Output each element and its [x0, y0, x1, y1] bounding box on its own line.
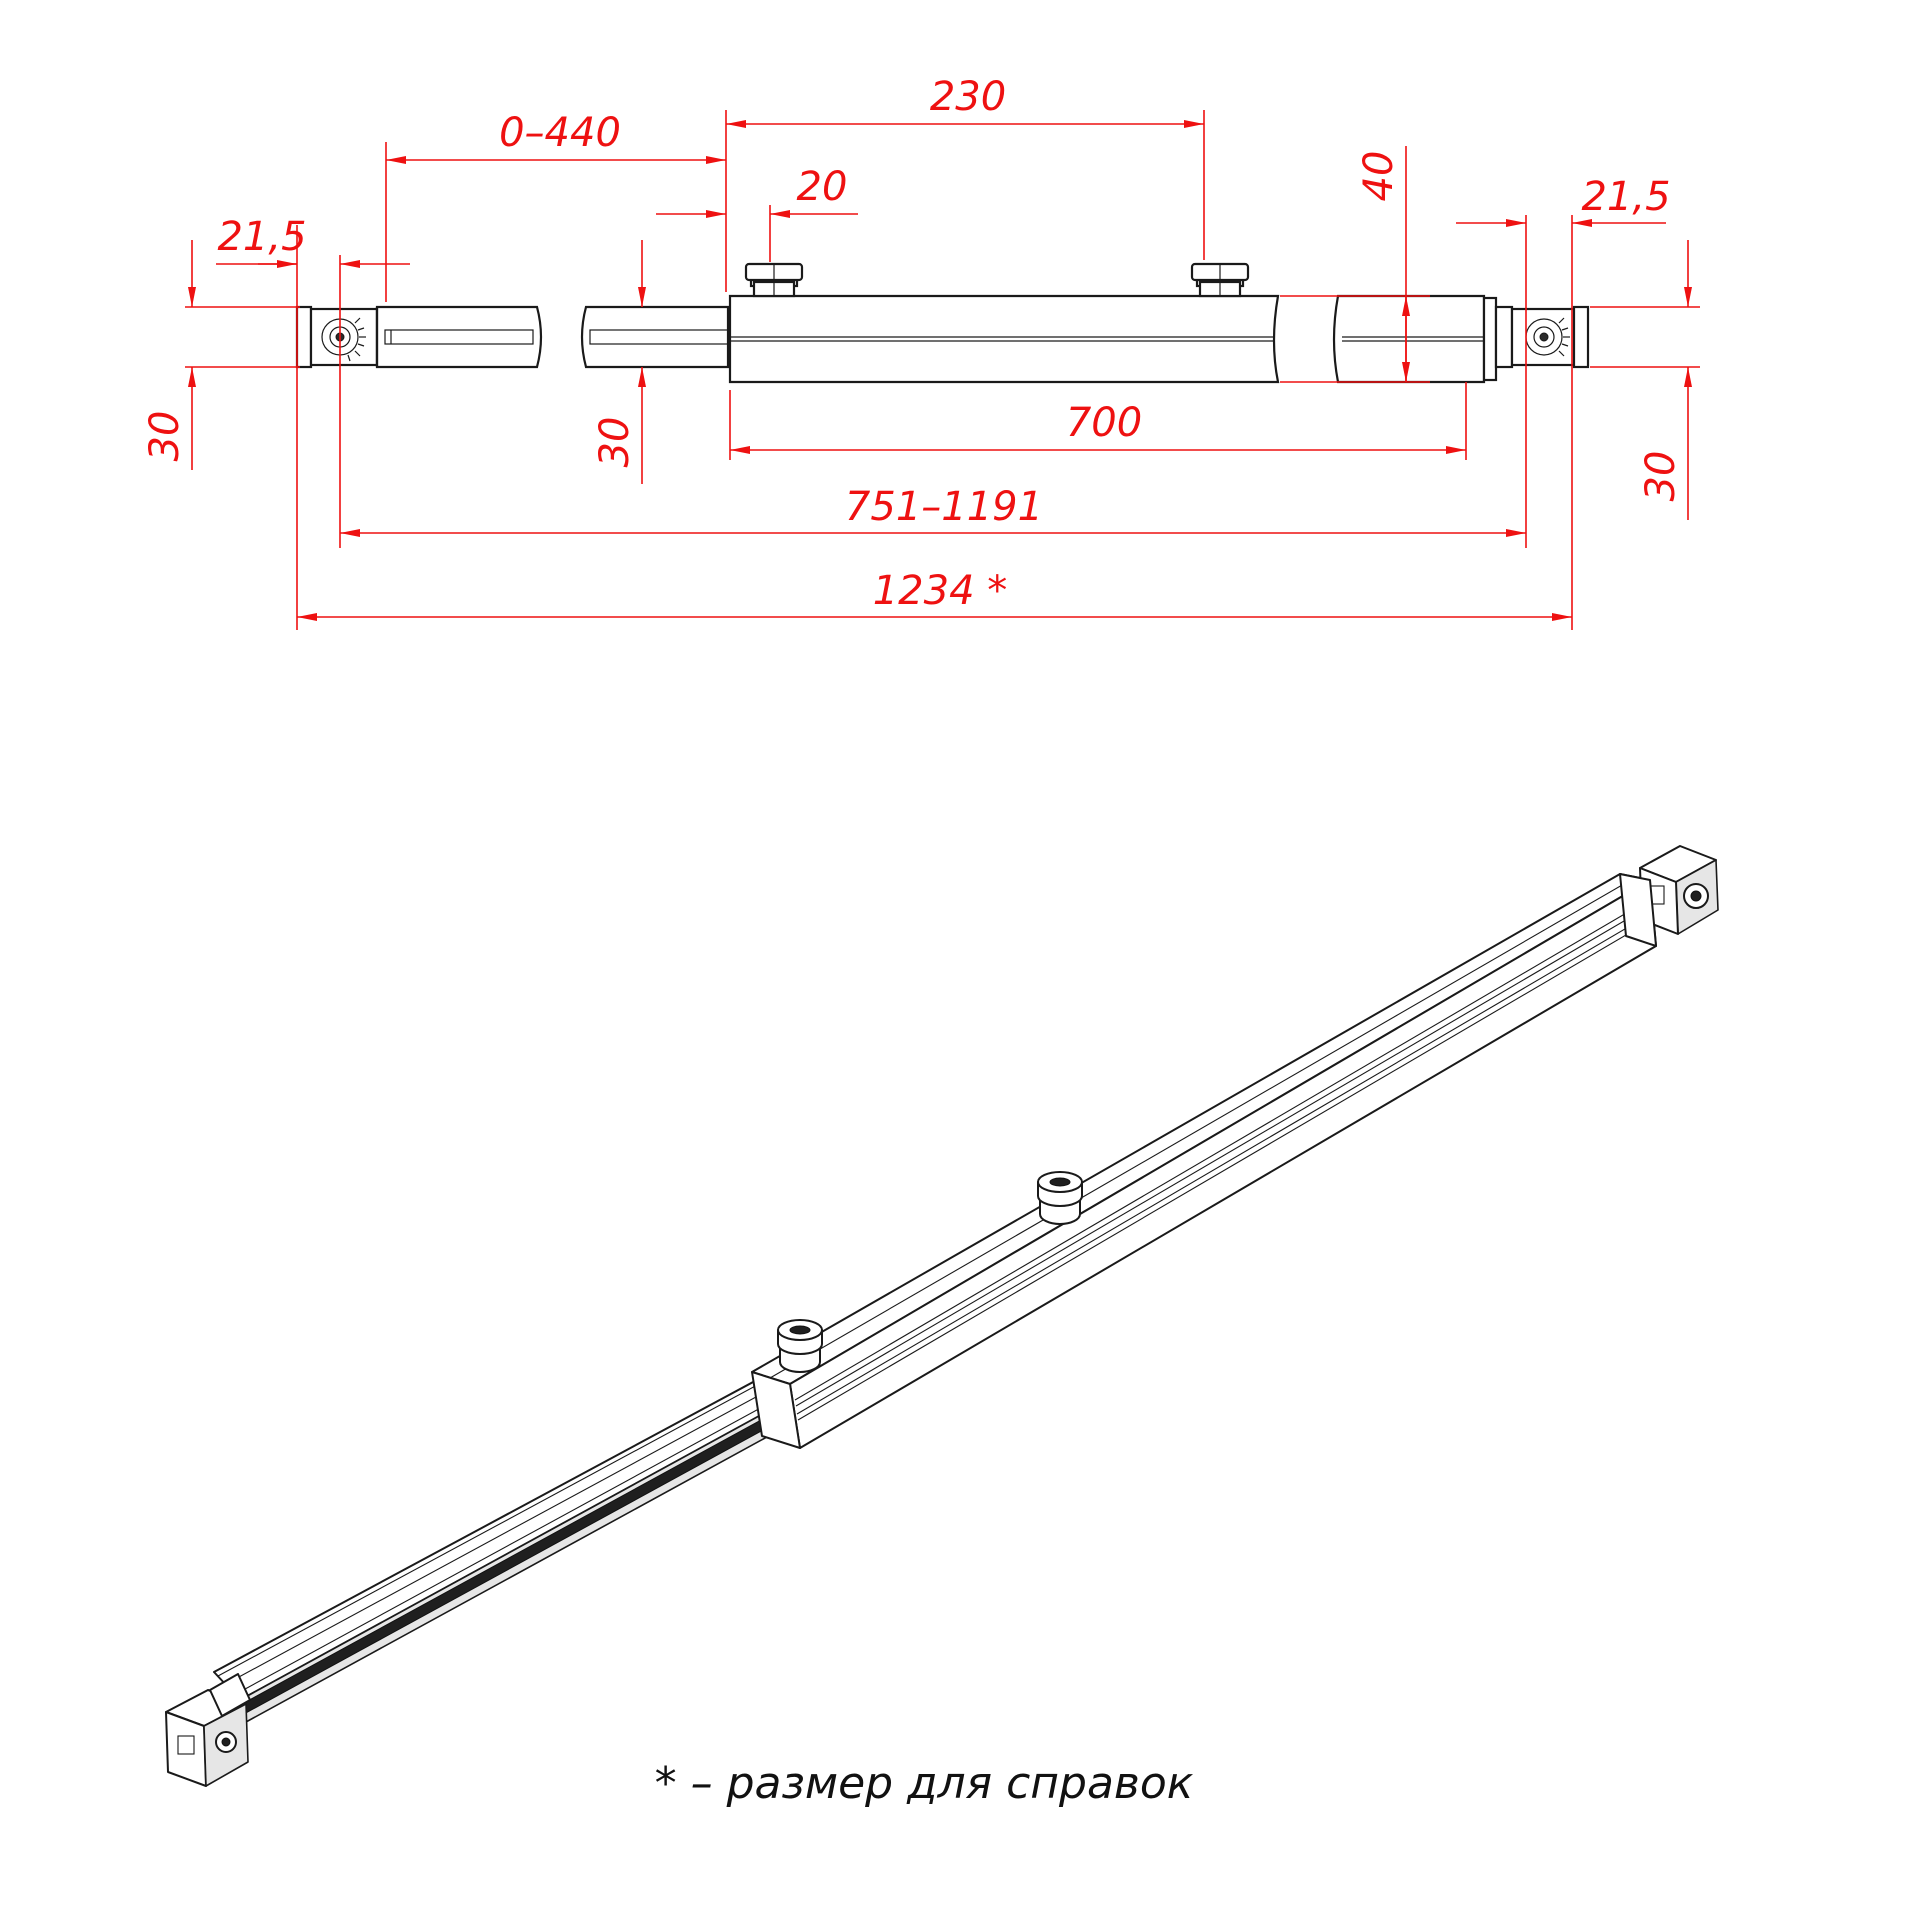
dimension-texts: 0–440 230 20 21,5 21,5 30 30 30 40 700 7… [142, 74, 1684, 614]
outer-sleeve-right [1332, 294, 1498, 384]
right-hinge-bracket-icon [1494, 305, 1590, 369]
inner-profile-mid [580, 305, 730, 369]
knob-left-clamp-knob-icon [744, 262, 804, 298]
iso-right-hinge-bracket-icon [1619, 845, 1719, 947]
dimension-lines [185, 110, 1700, 630]
iso-inner-profile [213, 1373, 799, 1723]
dim-0-440: 0–440 [499, 110, 621, 156]
dim-230: 230 [930, 74, 1006, 120]
iso-knob-left-clamp-knob-icon [777, 1319, 823, 1373]
dim-30-right: 30 [1638, 451, 1684, 502]
dim-30-mid: 30 [592, 417, 638, 468]
dim-700: 700 [1066, 400, 1142, 446]
inner-profile-left [375, 305, 543, 369]
dim-21-5-left: 21,5 [217, 214, 306, 260]
outer-sleeve [728, 294, 1280, 384]
isometric-view [165, 845, 1719, 1787]
dim-30-left: 30 [142, 411, 188, 462]
iso-knob-right-clamp-knob-icon [1037, 1171, 1083, 1225]
dim-751-1191: 751–1191 [845, 484, 1043, 530]
iso-outer-sleeve [751, 873, 1657, 1449]
dim-40: 40 [1356, 151, 1402, 202]
left-hinge-bracket-icon [295, 305, 379, 369]
front-view: 0–440 230 20 21,5 21,5 30 30 30 40 700 7… [142, 74, 1700, 630]
iso-left-hinge-bracket-icon [165, 1673, 251, 1787]
dim-21-5-right: 21,5 [1581, 174, 1670, 220]
knob-right-clamp-knob-icon [1190, 262, 1250, 298]
dim-1234-reference: 1234 * [873, 568, 1008, 614]
dim-20: 20 [797, 164, 848, 210]
reference-note: * – размер для справок [655, 1758, 1194, 1809]
